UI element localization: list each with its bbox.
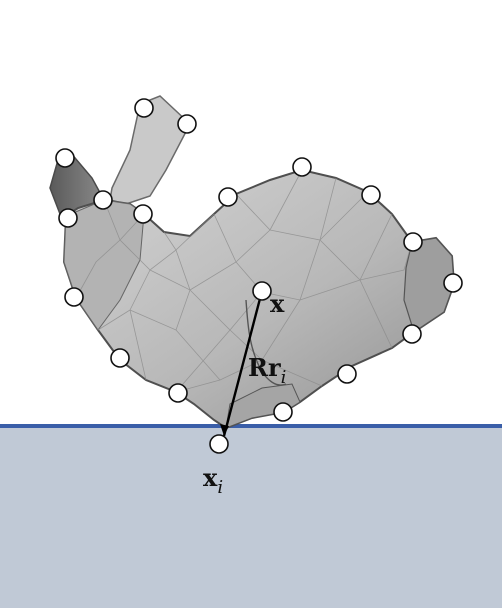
marker-circle-icon	[361, 185, 381, 205]
offset-vector-label-r: r	[268, 353, 281, 382]
offset-vector-line	[222, 290, 264, 437]
marker-circle-icon	[443, 273, 463, 293]
marker-circle-icon	[403, 232, 423, 252]
bunny-haunch	[403, 237, 455, 333]
marker-circle-icon	[168, 383, 188, 403]
bunny-front-paw	[225, 383, 301, 429]
contact-point-label-sub: i	[217, 477, 223, 498]
marker-circle-icon	[133, 204, 153, 224]
marker-circle-icon	[209, 434, 229, 454]
marker-circle-icon	[273, 402, 293, 422]
contact-point-label: xi	[203, 463, 223, 498]
marker-points	[55, 98, 463, 454]
offset-vector-arrowhead	[220, 424, 229, 436]
marker-circle-icon	[292, 157, 312, 177]
bunny-facets	[75, 169, 413, 393]
marker-circle-icon	[337, 364, 357, 384]
marker-circle-icon	[110, 348, 130, 368]
ground-plane	[0, 426, 502, 608]
center-point-label: x	[270, 289, 285, 318]
marker-circle-icon	[218, 187, 238, 207]
marker-circle-icon	[177, 114, 197, 134]
marker-circle-icon	[55, 148, 75, 168]
marker-circle-icon	[93, 190, 113, 210]
offset-vector-label-R: R	[248, 353, 269, 382]
bunny-front-ear	[109, 95, 191, 205]
marker-circle-icon	[58, 208, 78, 228]
bunny-inner-contour	[245, 299, 287, 386]
marker-circle-icon	[64, 287, 84, 307]
marker-circle-icon	[252, 281, 272, 301]
marker-circle-icon	[134, 98, 154, 118]
bunny-head	[63, 199, 145, 331]
marker-circle-icon	[402, 324, 422, 344]
contact-point-label-x: x	[203, 463, 218, 492]
offset-vector-label-sub: i	[281, 367, 287, 388]
offset-vector-label: Rri	[248, 353, 286, 388]
